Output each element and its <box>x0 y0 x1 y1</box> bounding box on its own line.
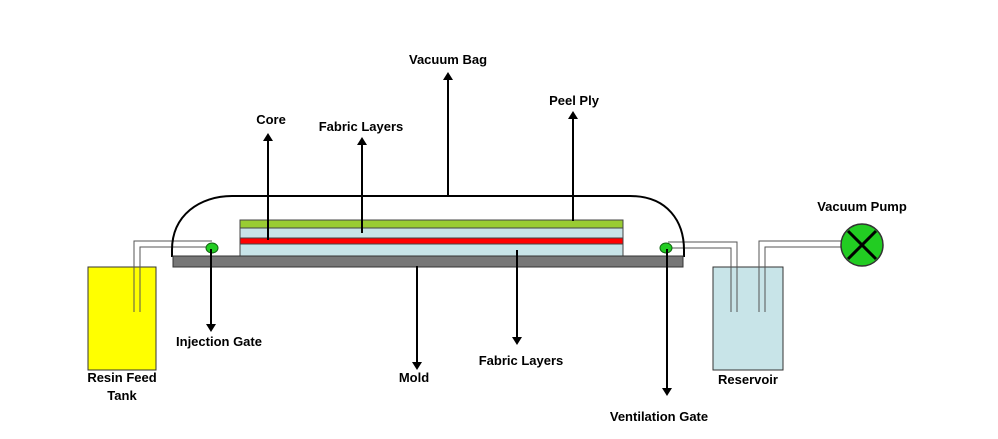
pump-tube-inner <box>764 246 842 312</box>
feed-tube-inner <box>139 246 212 312</box>
vent-tube-inner <box>668 247 732 312</box>
vent-tube <box>668 241 738 312</box>
core-layer <box>239 237 624 245</box>
label-fabric-layers-bottom: Fabric Layers <box>479 353 564 368</box>
label-mold: Mold <box>399 370 429 385</box>
label-peel-ply: Peel Ply <box>549 93 600 108</box>
label-fabric-layers-top: Fabric Layers <box>319 119 404 134</box>
label-resin-feed-tank-line2: Tank <box>107 388 137 403</box>
vacuum-pump <box>840 223 884 267</box>
fabric-layer-top <box>239 227 624 239</box>
vacuum-bag <box>171 195 685 257</box>
resin-feed-tank <box>87 266 157 371</box>
label-resin-feed-tank-line1: Resin Feed <box>87 370 156 385</box>
label-reservoir: Reservoir <box>718 372 778 387</box>
label-ventilation-gate: Ventilation Gate <box>610 409 708 424</box>
feed-tube <box>133 240 212 312</box>
pump-tube <box>758 240 842 312</box>
peel-ply-layer <box>239 219 624 229</box>
label-core: Core <box>256 112 286 127</box>
label-injection-gate: Injection Gate <box>176 334 262 349</box>
label-vacuum-bag: Vacuum Bag <box>409 52 487 67</box>
reservoir-tank <box>712 266 784 371</box>
fabric-layer-bottom <box>239 243 624 257</box>
mold <box>172 255 684 268</box>
vacuum-pump-cross-b <box>846 229 878 261</box>
label-vacuum-pump: Vacuum Pump <box>817 199 907 214</box>
